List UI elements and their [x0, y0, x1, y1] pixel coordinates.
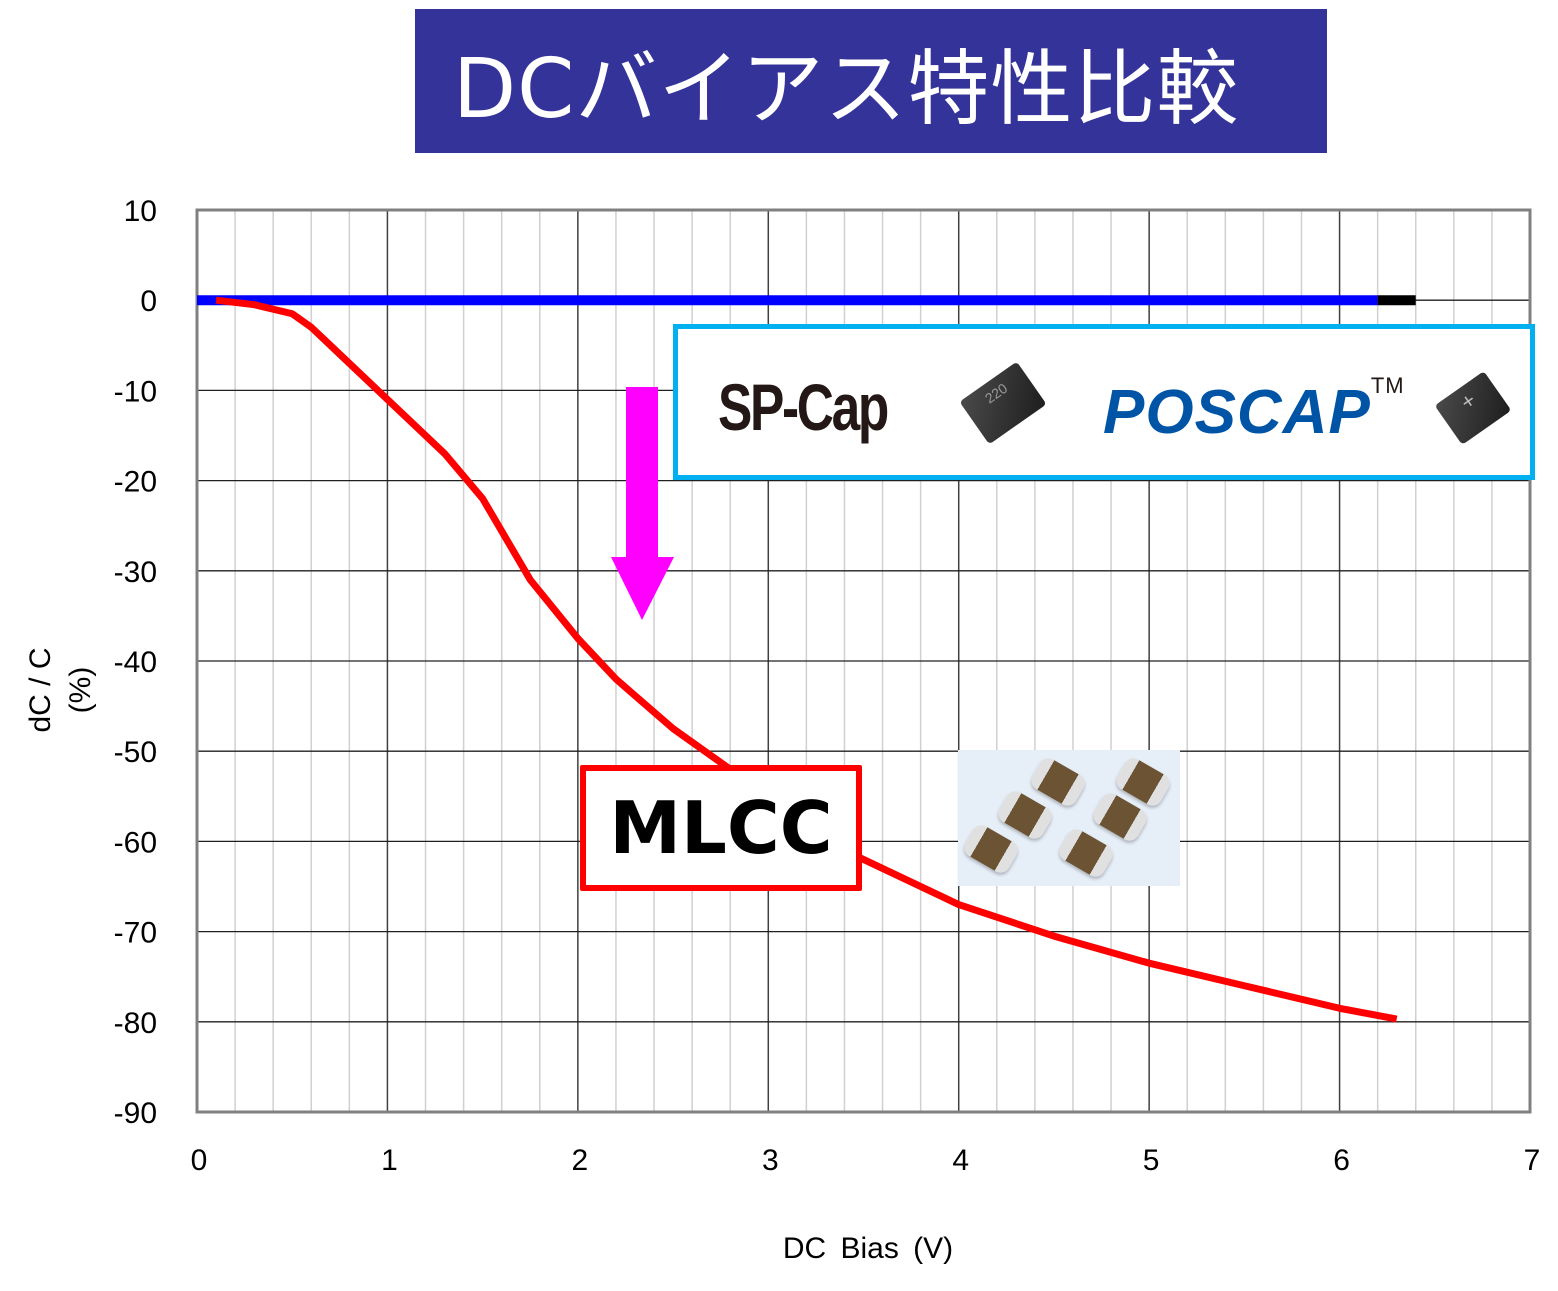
sp-cap-chip-icon: 220 — [959, 361, 1047, 445]
x-tick-label: 6 — [1333, 1144, 1350, 1177]
x-tick-label: 4 — [952, 1144, 969, 1177]
y-axis-title: dC / C (%) — [24, 647, 97, 732]
series-lines — [197, 295, 1416, 1023]
y-axis-title-line2: (%) — [64, 667, 97, 714]
y-tick-label: -40 — [114, 646, 157, 679]
mlcc-chip-icon — [1055, 825, 1117, 881]
x-tick-label: 1 — [381, 1144, 398, 1177]
y-tick-label: 0 — [140, 285, 157, 318]
x-tick-label: 7 — [1524, 1144, 1541, 1177]
plot-frame — [195, 208, 1532, 1114]
x-tick-label: 3 — [762, 1144, 779, 1177]
y-tick-label: -30 — [114, 556, 157, 589]
x-axis-ticks: 0 1 2 3 4 5 6 7 — [191, 1144, 1541, 1177]
y-tick-label: -70 — [114, 917, 157, 950]
y-tick-label: -20 — [114, 466, 157, 499]
poscap-chip-icon: + — [1434, 371, 1512, 445]
poscap-text: POSCAP — [1103, 378, 1371, 447]
down-arrow-icon — [611, 387, 674, 620]
y-axis-ticks: 10 0 -10 -20 -30 -40 -50 -60 -70 -80 -90 — [114, 195, 157, 1130]
trademark-symbol: TM — [1370, 373, 1405, 398]
title-banner: DCバイアス特性比較 — [415, 9, 1327, 153]
mlcc-label-box: MLCC — [580, 765, 862, 891]
y-tick-label: -60 — [114, 826, 157, 859]
y-tick-label: -80 — [114, 1007, 157, 1040]
capacitor-brand-legend: SP-Cap 220 POSCAPTM + — [673, 324, 1535, 480]
poscap-chip-marking: + — [1455, 387, 1481, 415]
x-tick-label: 5 — [1143, 1144, 1160, 1177]
mlcc-chip-icon — [994, 787, 1056, 843]
mlcc-chip-icon — [1027, 754, 1089, 810]
x-axis-title: DC Bias (V) — [783, 1232, 953, 1265]
mlcc-chips-image — [958, 750, 1180, 886]
y-tick-label: -10 — [114, 375, 157, 408]
mlcc-chip-icon — [960, 821, 1022, 877]
y-tick-label: -50 — [114, 736, 157, 769]
sp-cap-logo: SP-Cap — [718, 370, 889, 444]
series-mlcc — [215, 296, 1398, 1023]
mlcc-label-text: MLCC — [609, 786, 833, 870]
y-axis-title-line1: dC / C — [24, 647, 57, 732]
sp-chip-marking: 220 — [981, 379, 1011, 407]
page-title: DCバイアス特性比較 — [453, 41, 1240, 137]
x-tick-label: 0 — [191, 1144, 208, 1177]
x-tick-label: 2 — [572, 1144, 589, 1177]
y-tick-label: -90 — [114, 1097, 157, 1130]
poscap-logo: POSCAPTM — [1103, 373, 1405, 448]
y-tick-label: 10 — [124, 195, 157, 228]
